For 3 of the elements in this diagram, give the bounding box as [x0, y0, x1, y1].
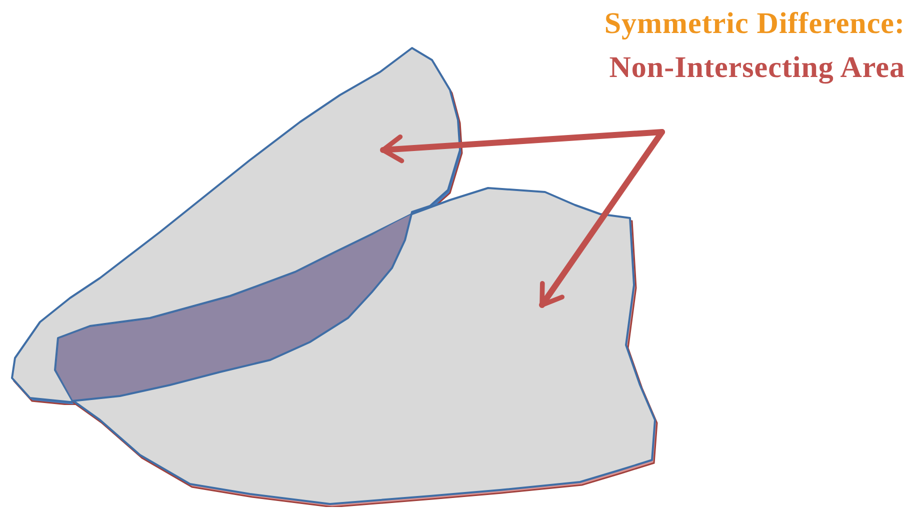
arrow: [539, 129, 665, 308]
heading-text: Non-Intersecting Area: [609, 50, 905, 86]
heading-text: Symmetric Difference:: [604, 6, 905, 42]
